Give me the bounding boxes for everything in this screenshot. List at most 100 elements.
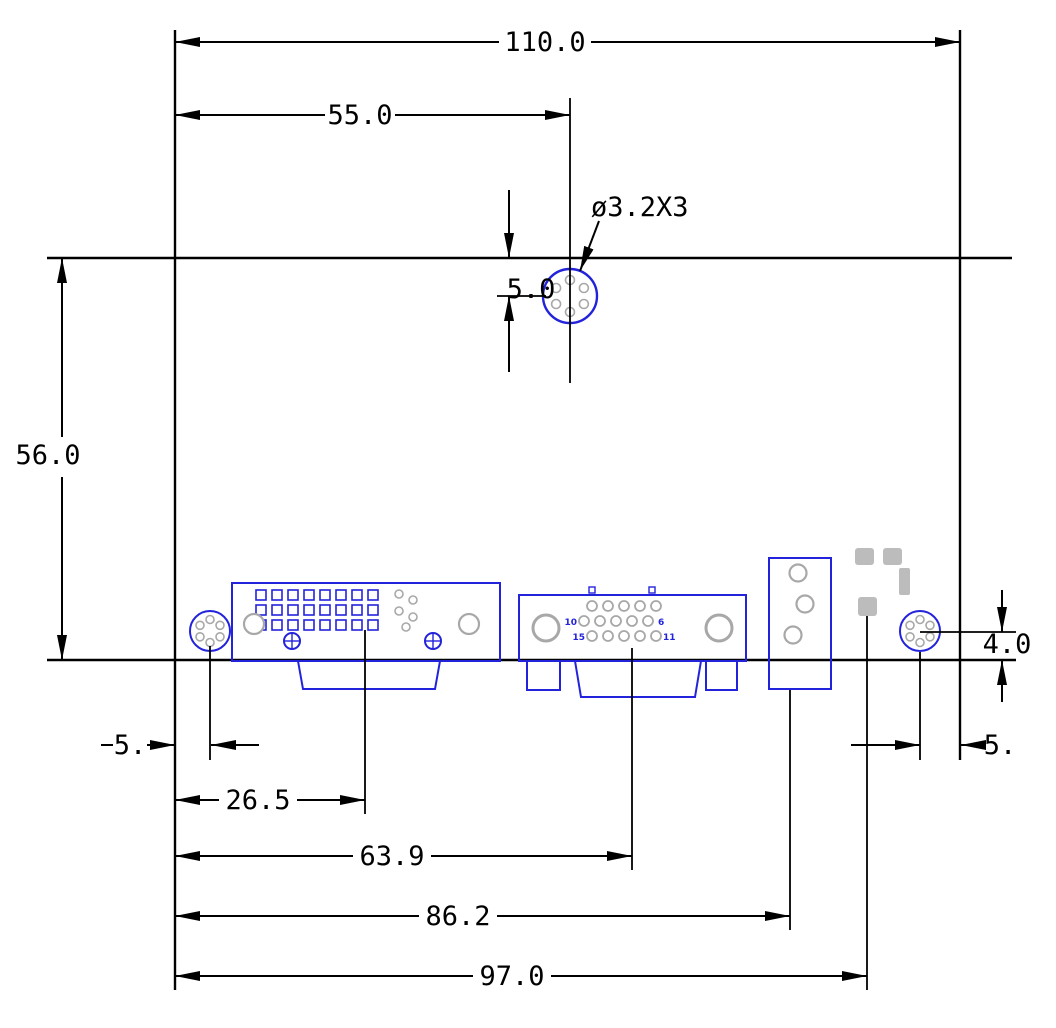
extension-lines — [209, 98, 1016, 990]
via-circle — [578, 282, 590, 294]
via-circle — [925, 631, 935, 642]
vga-jack-post-left — [531, 613, 561, 643]
right-hole-vias — [905, 614, 935, 648]
dvi-pin-square — [367, 589, 379, 601]
dvi-pin-square — [255, 589, 267, 601]
mounting-holes — [189, 267, 941, 652]
hole-callout-label: ø3.2X3 — [591, 192, 689, 223]
vga-pin-hole — [650, 630, 662, 642]
dim-hole-x: 55.0 — [175, 100, 570, 131]
dvi-pin-square — [335, 589, 347, 601]
dvi-pin-square — [271, 619, 283, 631]
vga-pin-hole — [610, 615, 622, 627]
dvi-pin-square — [271, 589, 283, 601]
dvi-pin-square — [351, 619, 363, 631]
dvi-pin-square — [287, 589, 299, 601]
dim-hole-x-label: 55.0 — [327, 100, 392, 131]
dvi-shroud — [296, 660, 442, 690]
dvi-pin-grid — [255, 589, 379, 631]
audio-jack-hole — [795, 594, 815, 614]
top-hole-vias — [550, 274, 590, 318]
dim-right-hole-x-label: 5. — [984, 730, 1017, 761]
audio-jack-hole — [788, 563, 808, 583]
dim-hole-y-label: 5.0 — [507, 274, 556, 305]
dvi-pin-square — [351, 589, 363, 601]
power-pad — [858, 597, 877, 616]
vga-jack-post-right — [704, 613, 734, 643]
power-pad — [883, 548, 902, 565]
dvi-pin-square — [287, 604, 299, 616]
board-outline — [47, 30, 1016, 990]
right-mounting-hole — [899, 610, 941, 652]
dvi-pin-square — [287, 619, 299, 631]
vga-pin-hole — [618, 630, 630, 642]
via-circle — [905, 620, 915, 631]
vga-pin-hole — [634, 600, 646, 612]
dim-left-hole-x: 5. — [101, 730, 259, 761]
dvi-screw-right — [424, 632, 442, 650]
dim-right-hole-x: 5. — [851, 730, 1016, 761]
dim-power-center-label: 97.0 — [479, 961, 544, 992]
dvi-pin-square — [255, 604, 267, 616]
via-circle — [195, 631, 205, 642]
dvi-jack-post-right — [457, 612, 481, 636]
dim-hole-y: 5.0 — [504, 190, 556, 372]
via-circle — [905, 631, 915, 642]
dvi-pin-square — [319, 604, 331, 616]
dim-overall-width-label: 110.0 — [504, 27, 585, 58]
vga-shroud-right — [705, 660, 738, 691]
dimensions: 110.0 55.0 ø3.2X3 5.0 56.0 4.0 — [15, 27, 1031, 992]
dvi-pin-square — [303, 604, 315, 616]
vga-shroud-left — [526, 660, 561, 691]
vga-pin-hole — [594, 615, 606, 627]
via-circle — [205, 637, 215, 648]
via-circle — [550, 298, 562, 310]
dvi-analog-pins — [394, 589, 418, 632]
dvi-analog-pin — [394, 589, 404, 599]
dim-board-height-label: 56.0 — [15, 440, 80, 471]
dvi-pin-square — [303, 619, 315, 631]
left-hole-vias — [195, 614, 225, 648]
dim-audio-center: 86.2 — [175, 901, 790, 932]
dvi-screw-left — [283, 632, 301, 650]
vga-pin-hole — [618, 600, 630, 612]
power-pad — [899, 568, 910, 595]
via-circle — [550, 282, 562, 294]
dvi-analog-pin — [401, 622, 411, 632]
dvi-pin-square — [351, 604, 363, 616]
via-circle — [195, 620, 205, 631]
dvi-analog-pin — [408, 612, 418, 622]
dim-vga-center: 63.9 — [175, 841, 632, 872]
audio-body — [768, 557, 832, 690]
callout-leader — [579, 220, 600, 272]
via-circle — [915, 637, 925, 648]
dvi-pin-square — [319, 619, 331, 631]
dim-left-hole-x-label: 5. — [114, 730, 147, 761]
vga-pin-hole — [586, 630, 598, 642]
dvi-pin-square — [303, 589, 315, 601]
dvi-connector — [231, 582, 501, 690]
dvi-pin-square — [367, 604, 379, 616]
audio-connector — [768, 557, 832, 690]
vga-pin-label-6: 6 — [658, 618, 664, 628]
dvi-pin-square — [319, 589, 331, 601]
dvi-pin-square — [271, 604, 283, 616]
vga-pin-hole — [602, 600, 614, 612]
via-circle — [915, 614, 925, 625]
via-circle — [215, 631, 225, 642]
dim-power-center: 97.0 — [175, 961, 867, 992]
vga-pin1-marker — [588, 586, 596, 594]
dvi-pin-square — [335, 604, 347, 616]
dvi-pin-square — [335, 619, 347, 631]
dvi-analog-pin — [394, 606, 404, 616]
vga-pin-hole — [586, 600, 598, 612]
dvi-jack-post-left — [242, 612, 266, 636]
dim-audio-center-label: 86.2 — [425, 901, 490, 932]
power-pad — [855, 548, 874, 565]
dim-board-height: 56.0 — [15, 258, 81, 660]
dim-right-hole-y-label: 4.0 — [983, 629, 1032, 660]
vga-pin-hole — [650, 600, 662, 612]
dim-dvi-center-label: 26.5 — [225, 785, 290, 816]
